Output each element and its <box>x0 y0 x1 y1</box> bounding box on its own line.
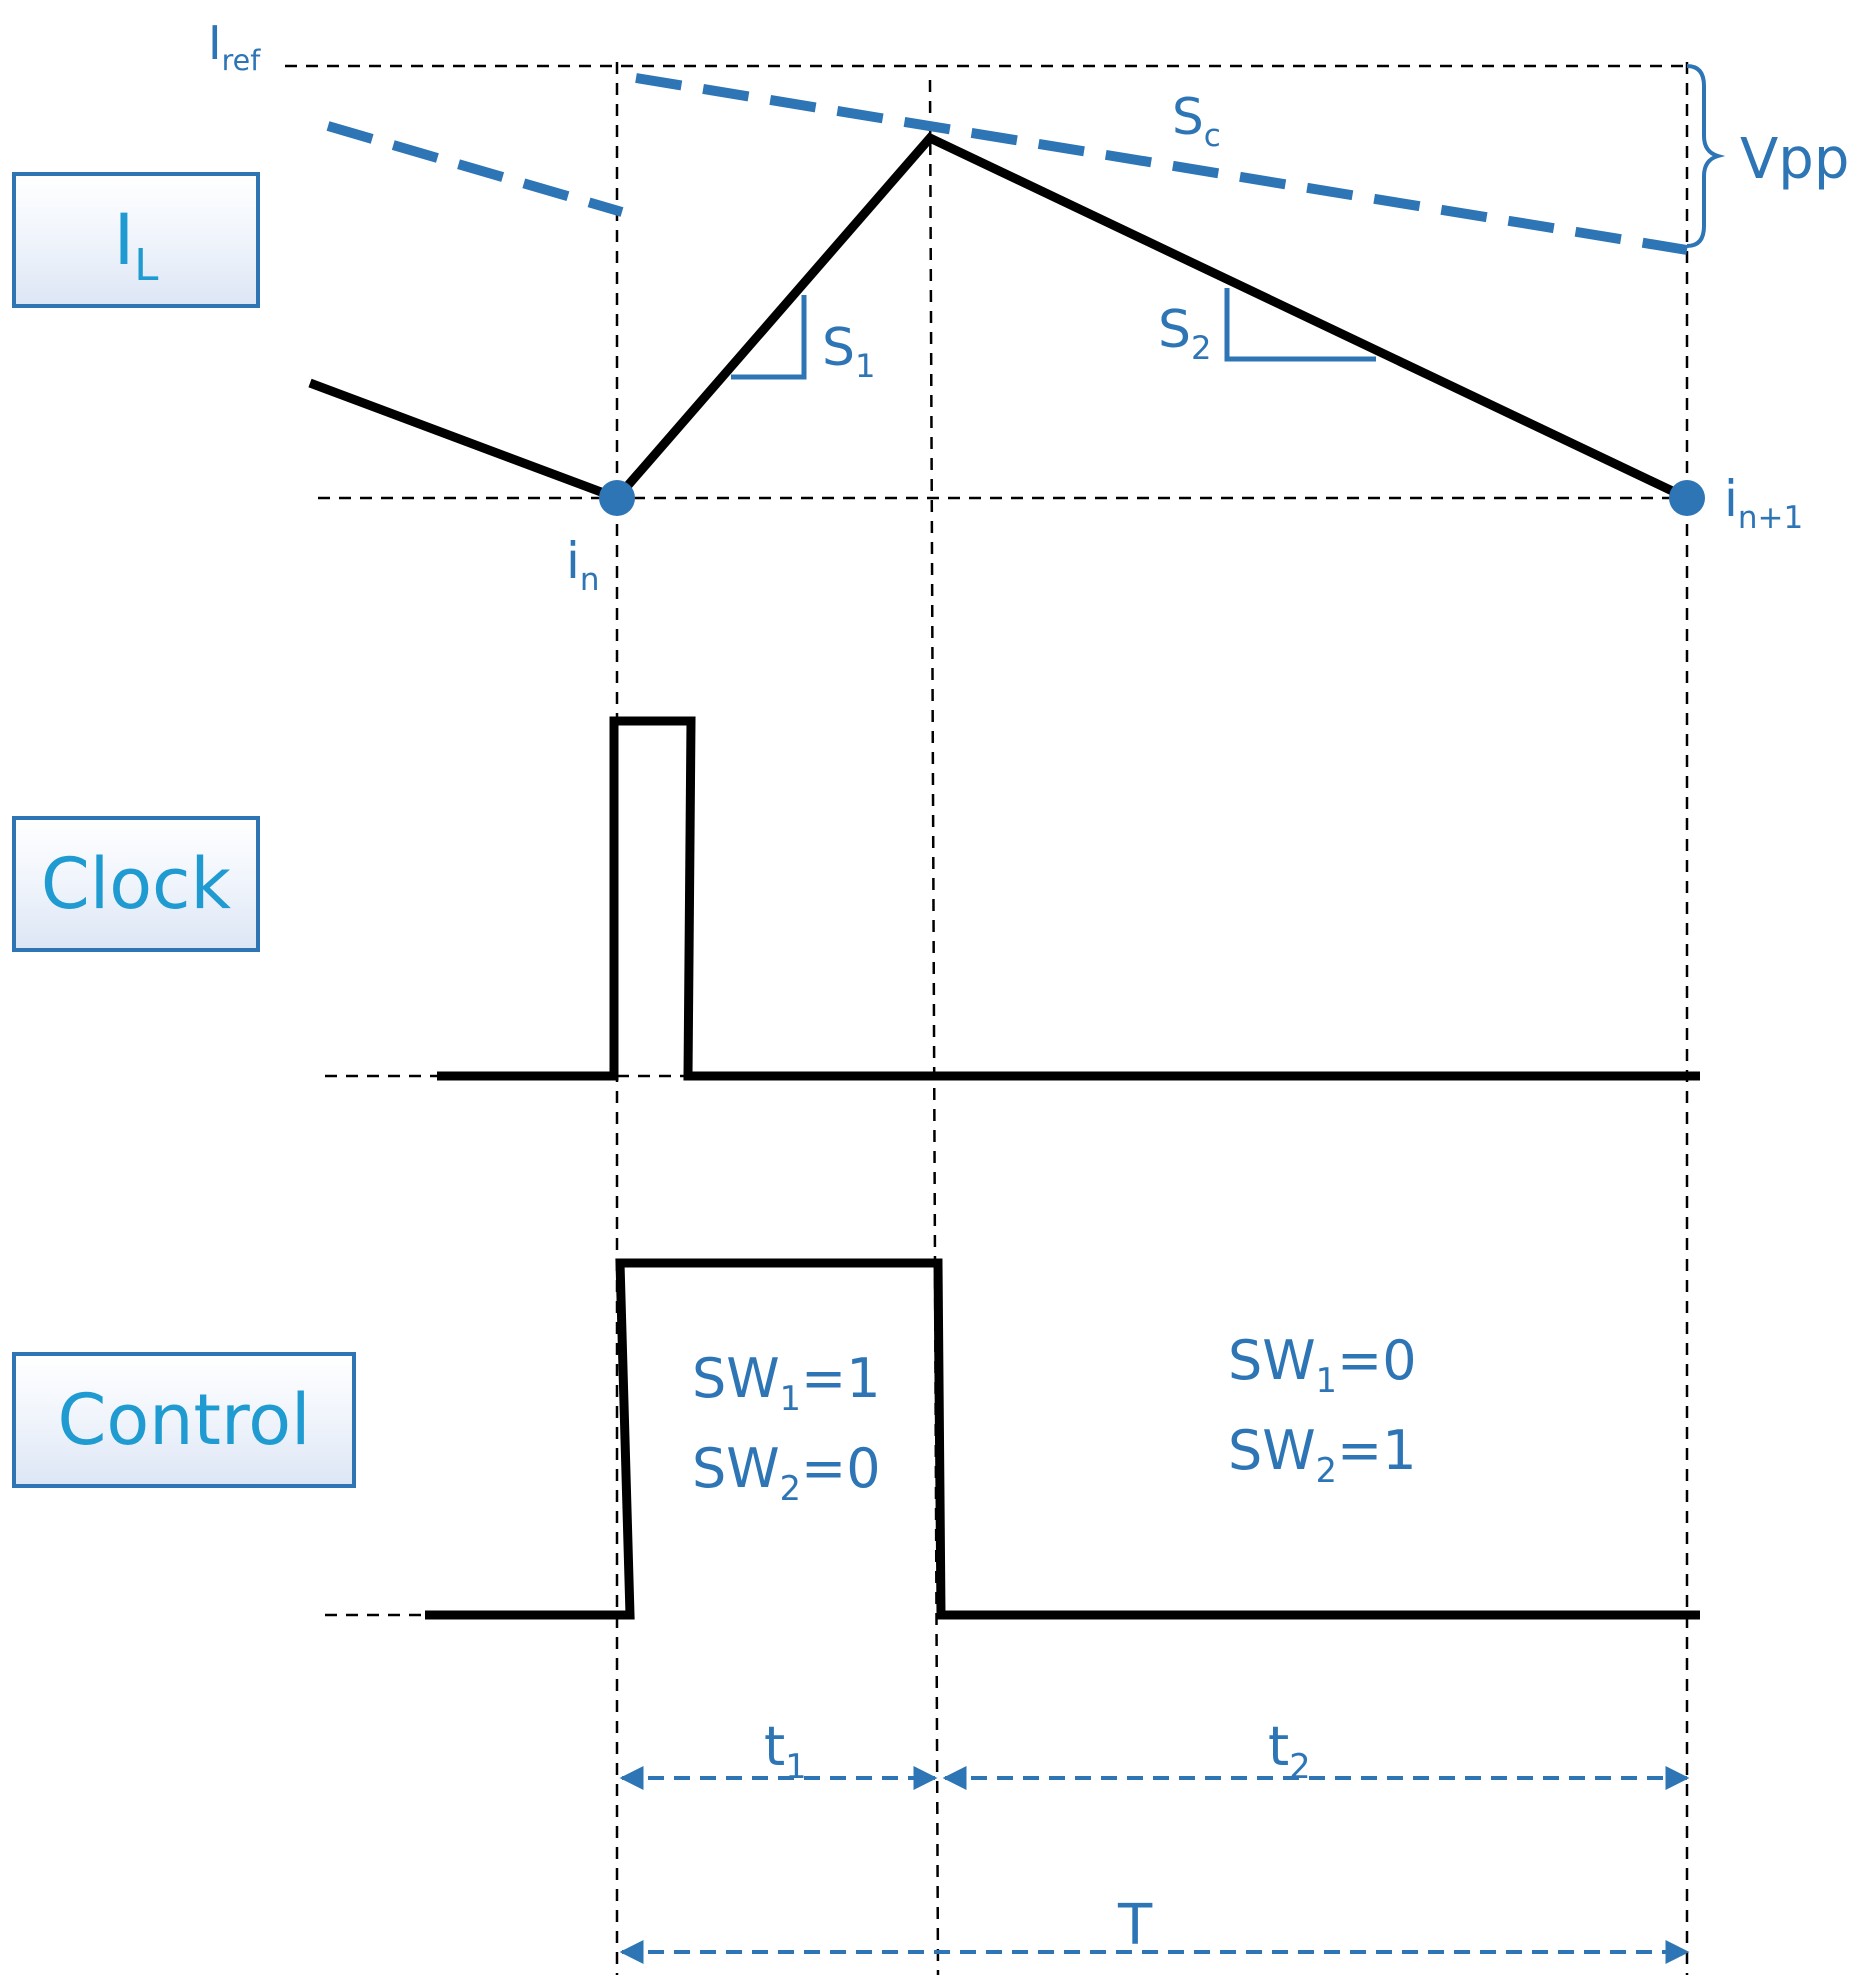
sample-point-in <box>599 480 635 516</box>
vpp-label: Vpp <box>1740 127 1850 192</box>
clock-label: Clock <box>40 843 232 925</box>
in-label: in <box>566 532 600 598</box>
on-state-sw2: SW2=0 <box>692 1437 881 1508</box>
period-label: T <box>1118 1893 1153 1958</box>
s2-label: S2 <box>1158 300 1212 368</box>
sample-point-in1 <box>1669 480 1705 516</box>
control-label: Control <box>57 1379 311 1461</box>
in1-label: in+1 <box>1724 470 1804 536</box>
iref-label: Iref <box>208 16 261 77</box>
on-state-sw1: SW1=1 <box>692 1347 881 1418</box>
ref-line-t1 <box>928 79 940 1976</box>
off-state-sw1: SW1=0 <box>1228 1329 1417 1400</box>
sc-label: Sc <box>1172 88 1221 154</box>
t1-label: t1 <box>764 1715 807 1786</box>
slope-s1-triangle <box>731 295 807 380</box>
control-label-box: Control <box>12 1352 356 1488</box>
t2-label: t2 <box>1268 1715 1311 1786</box>
off-state-sw2: SW2=1 <box>1228 1419 1417 1490</box>
vpp-brace <box>1686 64 1726 248</box>
s1-label: S1 <box>822 318 876 386</box>
clock-label-box: Clock <box>12 816 260 952</box>
slope-s2-triangle <box>1224 288 1376 362</box>
compensation-ramp-prev <box>326 121 624 217</box>
compensation-ramp <box>635 73 1688 255</box>
clock-waveform <box>437 716 1700 1081</box>
inductor-current-waveform <box>308 132 1689 504</box>
inductor-current-label-box: IL <box>12 172 260 308</box>
inductor-current-label: IL <box>113 199 159 292</box>
control-waveform <box>425 1258 1700 1620</box>
